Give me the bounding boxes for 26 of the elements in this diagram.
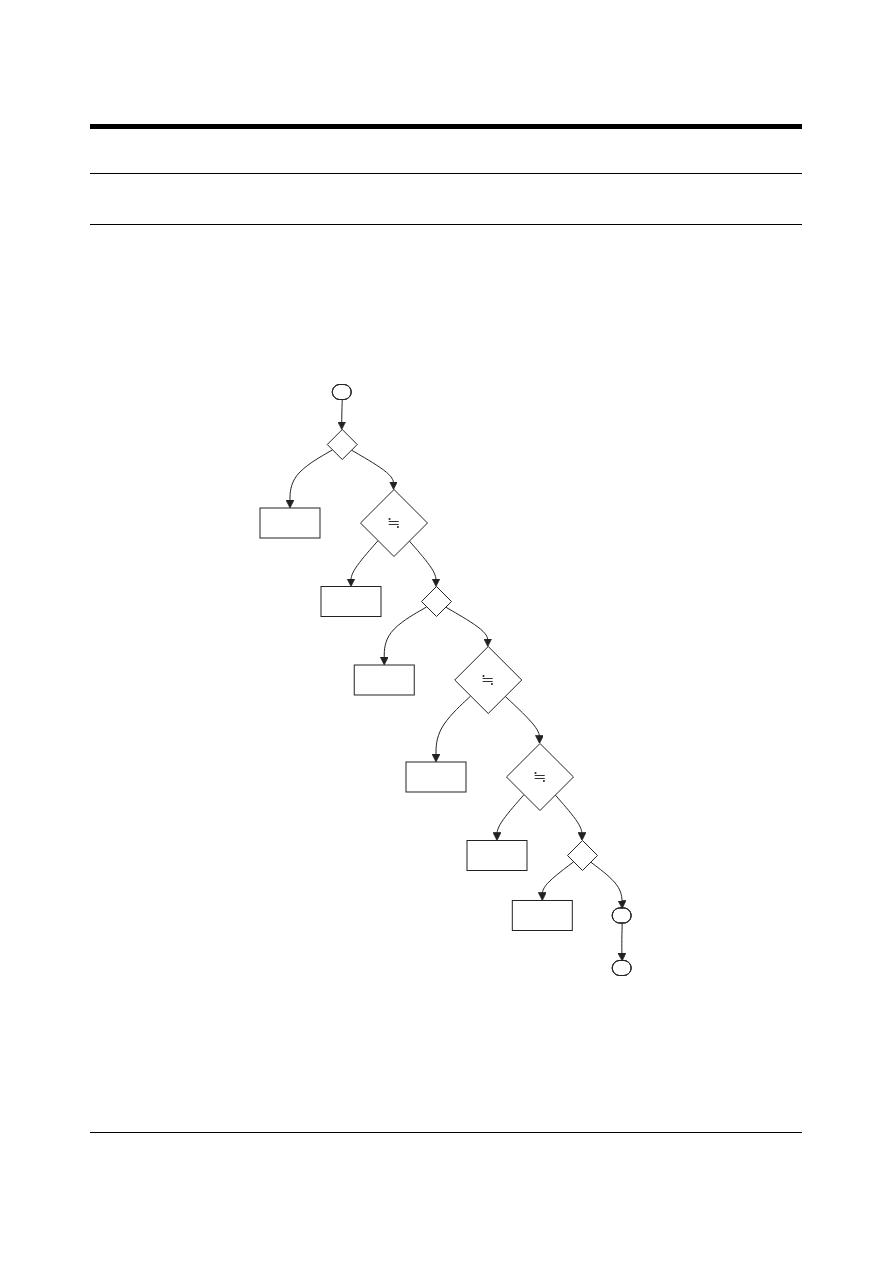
node-box [466,840,528,871]
node-box [259,507,321,539]
arrow [445,606,493,647]
arrow [286,449,334,509]
arrow [432,695,472,763]
node-diamond: ≒ [360,489,429,557]
arrow [380,606,428,666]
node-box [354,664,416,696]
node-diamond: ≒ [454,646,523,714]
arrow [505,695,545,744]
arrow [590,861,627,909]
arrow [555,794,587,841]
arrow [337,399,347,430]
node-diamond [421,586,453,617]
node-box [512,900,574,931]
arrow [493,794,525,841]
arrow [351,449,399,490]
arrow [538,861,575,901]
node-diamond [567,840,599,871]
node-diamond: ≒ [506,743,575,811]
arrow [409,540,441,587]
node-box [405,761,467,793]
arrow [347,540,379,587]
arrow [618,923,627,962]
node-box [320,586,382,617]
node-diamond [327,429,359,460]
